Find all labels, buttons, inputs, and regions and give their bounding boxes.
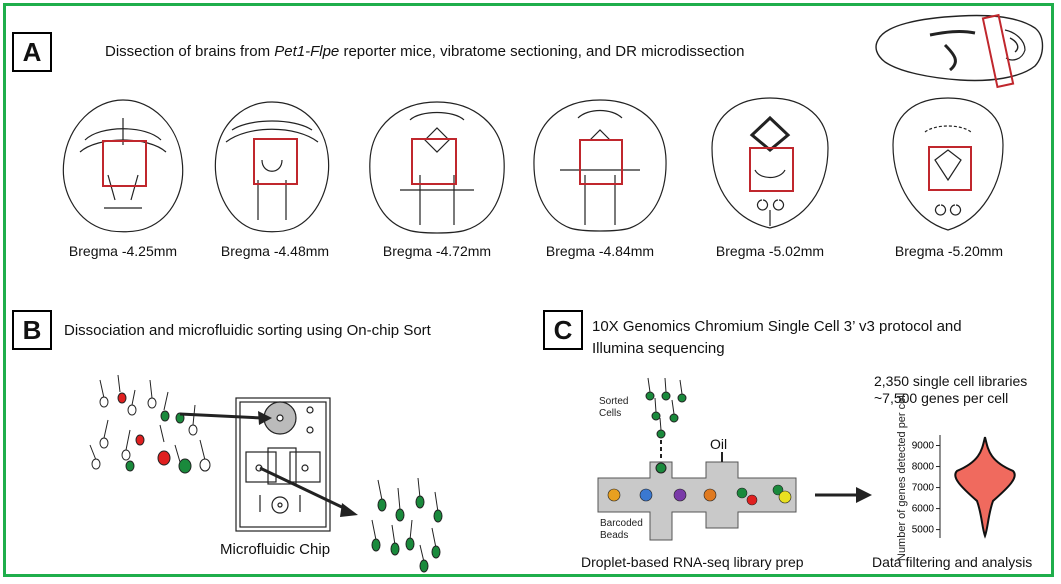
bregma-label-5: Bregma -5.02mm (715, 243, 825, 259)
chip-label: Microfluidic Chip (220, 541, 331, 558)
coronal-section-3 (369, 101, 505, 234)
sorted-cells-label-line2: Cells (599, 408, 622, 419)
arrow-to-sorted-cells (259, 466, 349, 512)
figure-frame (3, 3, 1054, 577)
coronal-section-1 (62, 99, 184, 233)
panel-b-letter: B (12, 310, 52, 350)
panel-a-title-genotype: Pet1-Flpe (274, 43, 340, 60)
library-count-stat: 2,350 single cell libraries (874, 373, 1028, 389)
sorted-green-neurons (371, 477, 443, 573)
barcoded-beads-label-line2: Beads (600, 530, 629, 541)
bregma-label-3: Bregma -4.72mm (382, 243, 492, 259)
panel-a-title-start: Dissection of brains from (105, 43, 275, 60)
bregma-label-6: Bregma -5.20mm (894, 243, 1004, 259)
arrow-to-sorted-cells-head (340, 503, 358, 517)
violin-tick-label: 5000 (912, 525, 935, 536)
arrow-to-analysis-head (856, 487, 872, 503)
bregma-label-4: Bregma -4.84mm (545, 243, 655, 259)
violin-tick-label: 6000 (912, 504, 935, 515)
panel-a-letter: A (12, 32, 52, 72)
coronal-section-2 (214, 101, 330, 233)
violin-chart: 5000 6000 7000 8000 9000 (912, 435, 1016, 539)
sorted-cells-label-line1: Sorted (599, 396, 629, 407)
genes-per-cell-stat: ~7,500 genes per cell (874, 390, 1009, 406)
panel-a-title: Dissection of brains from Pet1-Flpe repo… (105, 43, 744, 60)
microfluidic-chip-drawing (235, 397, 331, 532)
microfluidic-channel (597, 452, 797, 541)
library-prep-caption: Droplet-based RNA-seq library prep (581, 554, 804, 570)
barcoded-beads-label-line1: Barcoded (600, 518, 643, 529)
violin-tick-label: 7000 (912, 483, 935, 494)
arrow-to-chip-inlet (179, 412, 263, 420)
dissociated-neurons-cluster (89, 374, 211, 474)
panel-c-title-line2: Illumina sequencing (592, 340, 725, 357)
oil-label: Oil (710, 436, 728, 452)
coronal-section-5 (711, 97, 829, 229)
panel-c-title-line1: 10X Genomics Chromium Single Cell 3’ v3 … (592, 318, 962, 335)
bregma-label-2: Bregma -4.48mm (220, 243, 330, 259)
sorted-cells-drip (645, 377, 687, 460)
violin-ylabel: Number of genes detected per cell (896, 392, 908, 561)
panel-a-title-end: reporter mice, vibratome sectioning, and… (339, 43, 745, 60)
panel-b-title: Dissociation and microfluidic sorting us… (64, 322, 431, 339)
bregma-label-1: Bregma -4.25mm (68, 243, 178, 259)
violin-shape (954, 436, 1016, 539)
sagittal-brain-icon (875, 13, 1044, 89)
violin-tick-label: 9000 (912, 441, 935, 452)
arrow-to-chip-inlet-head (258, 411, 272, 425)
coronal-section-6 (892, 97, 1004, 231)
coronal-section-4 (533, 99, 667, 232)
panel-c-letter: C (543, 310, 583, 350)
violin-tick-label: 8000 (912, 462, 935, 473)
analysis-caption: Data filtering and analysis (872, 554, 1033, 570)
